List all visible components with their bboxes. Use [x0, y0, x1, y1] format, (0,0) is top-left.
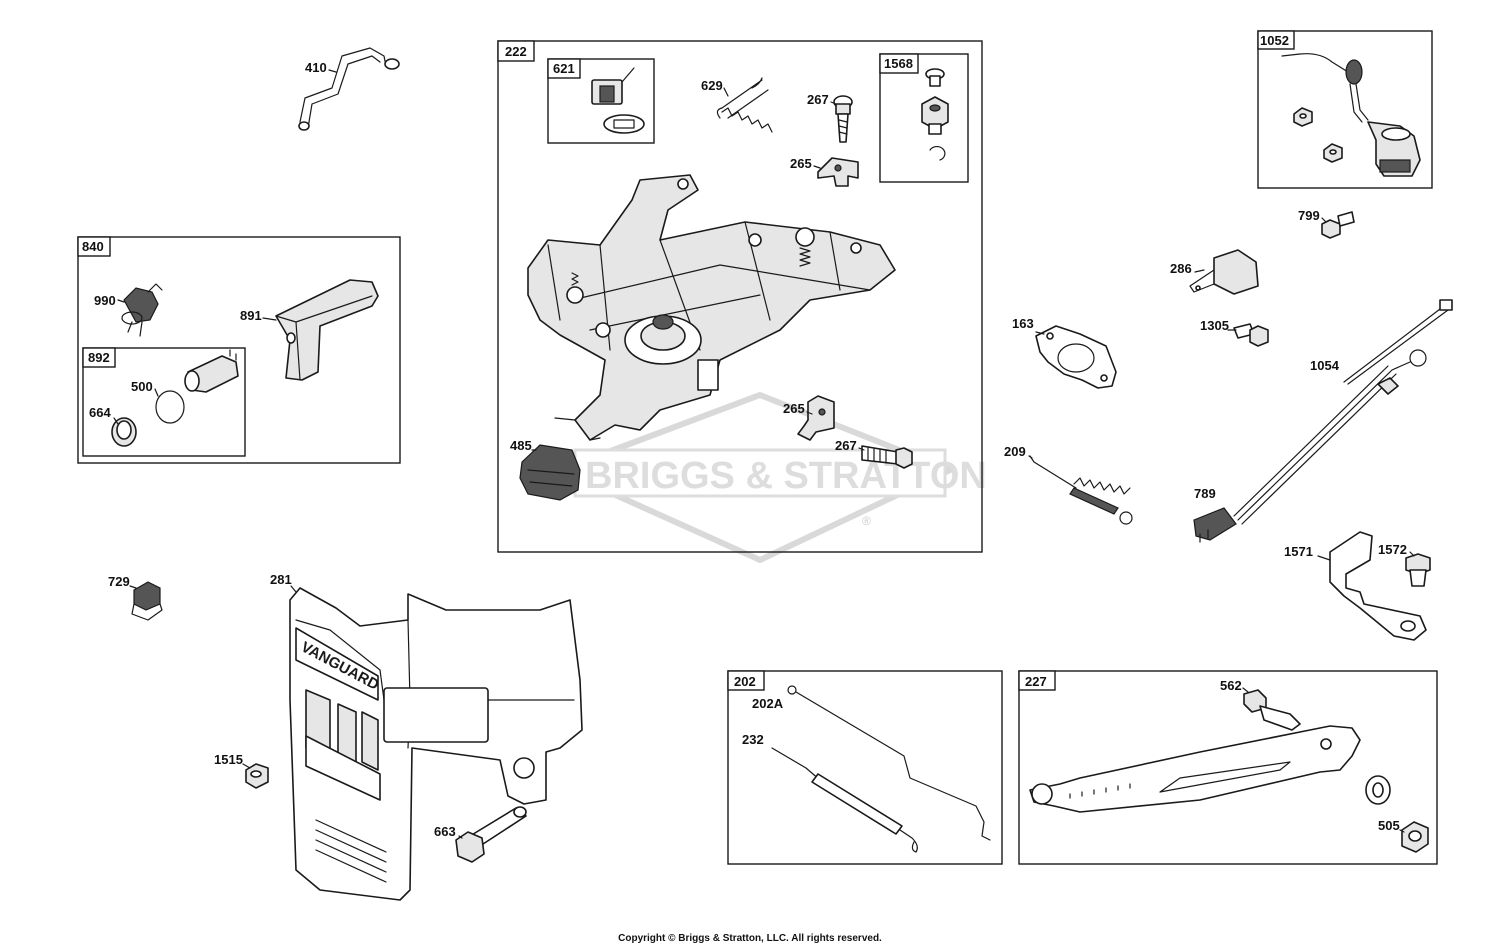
callout-664: 664	[89, 405, 111, 420]
part-222-control-bracket	[527, 174, 896, 441]
callout-267-top: 267	[807, 92, 829, 107]
group-227-tag	[1018, 670, 1056, 691]
part-990-switch	[121, 283, 163, 337]
part-1515-nut	[245, 763, 269, 789]
group-222-frame	[497, 40, 983, 553]
group-202-frame	[727, 670, 1003, 865]
group-227: 227 562 505	[1018, 670, 1438, 865]
part-1305-bolt	[1233, 323, 1269, 347]
group-621-label: 621	[553, 61, 575, 76]
group-227-label: 227	[1025, 674, 1047, 689]
callout-281: 281	[270, 572, 292, 587]
callout-789: 789	[1194, 486, 1216, 501]
callout-1305: 1305	[1200, 318, 1229, 333]
callout-1571: 1571	[1284, 544, 1313, 559]
group-1052-frame	[1257, 30, 1433, 189]
part-265-clip-bottom	[797, 395, 835, 441]
callout-500: 500	[131, 379, 153, 394]
group-621-tag	[547, 58, 581, 79]
part-629-spring	[716, 77, 773, 133]
callout-505: 505	[1378, 818, 1400, 833]
group-227-frame	[1018, 670, 1438, 865]
group-202-tag	[727, 670, 765, 691]
part-729-clip	[131, 581, 163, 621]
callout-265-bottom: 265	[783, 401, 805, 416]
part-892-sensor	[184, 349, 239, 393]
callout-202A: 202A	[752, 696, 784, 711]
group-1052-tag	[1257, 30, 1295, 50]
callout-267-bottom: 267	[835, 438, 857, 453]
group-892-frame	[82, 347, 246, 457]
callout-891: 891	[240, 308, 262, 323]
group-1568-frame	[879, 53, 969, 183]
part-891-bracket	[275, 279, 379, 381]
callout-232: 232	[742, 732, 764, 747]
part-227-lever	[1029, 725, 1361, 813]
group-222-label: 222	[505, 44, 527, 59]
group-222-tag	[497, 40, 535, 62]
part-1052-nut-b	[1323, 143, 1343, 163]
part-1052-solenoid	[1281, 53, 1421, 177]
callout-410: 410	[305, 60, 327, 75]
callout-663: 663	[434, 824, 456, 839]
part-1571-bracket	[1329, 531, 1427, 641]
callout-265-top: 265	[790, 156, 812, 171]
group-892-tag	[82, 347, 116, 368]
group-1568-tag	[879, 53, 919, 74]
callout-286: 286	[1170, 261, 1192, 276]
part-209-spring	[1029, 455, 1133, 525]
group-1568-label: 1568	[884, 56, 913, 71]
part-267-screw-bottom	[861, 445, 913, 469]
callout-990: 990	[94, 293, 116, 308]
part-227-washer	[1365, 775, 1391, 805]
group-840-label: 840	[82, 239, 104, 254]
leader-lines	[113, 69, 1415, 839]
callout-1572: 1572	[1378, 542, 1407, 557]
group-840-frame	[77, 236, 401, 464]
part-789-harness	[1193, 349, 1427, 543]
part-485-boot	[519, 444, 581, 501]
part-163-gasket	[1035, 325, 1117, 389]
part-202A-rod	[787, 685, 991, 841]
part-1054-cable-tie	[1343, 299, 1453, 385]
group-1052-label: 1052	[1260, 33, 1289, 48]
watermark-registered-mark: ®	[862, 514, 871, 528]
group-892-label: 892	[88, 350, 110, 365]
callout-799: 799	[1298, 208, 1320, 223]
part-265-clip-top	[817, 157, 859, 187]
group-621-frame	[547, 58, 655, 144]
part-562-pin	[1243, 689, 1301, 731]
group-1052: 1052	[1257, 30, 1433, 189]
part-232-link	[771, 747, 918, 853]
part-281-cover: VANGUARD	[289, 587, 583, 901]
callout-163: 163	[1012, 316, 1034, 331]
part-1052-nut-a	[1293, 107, 1313, 127]
group-222: 222 621 1568 629	[497, 40, 983, 553]
part-410-tube	[298, 47, 400, 131]
callout-729: 729	[108, 574, 130, 589]
part-799-bolt	[1321, 211, 1355, 239]
part-663-bolt	[455, 806, 527, 863]
part-621-clip	[591, 67, 645, 134]
callout-629: 629	[701, 78, 723, 93]
part-500-oring	[155, 390, 185, 424]
callout-562: 562	[1220, 678, 1242, 693]
group-202-label: 202	[734, 674, 756, 689]
part-286-block	[1189, 249, 1259, 295]
callout-209: 209	[1004, 444, 1026, 459]
part-505-nut	[1401, 821, 1429, 853]
part-1568-screw-set	[921, 68, 949, 161]
callout-1515: 1515	[214, 752, 243, 767]
callout-485: 485	[510, 438, 532, 453]
group-840: 840 990 891 892 500 664	[77, 236, 401, 464]
part-664-nut	[111, 417, 137, 447]
part-267-screw-top	[833, 95, 853, 143]
copyright-notice: Copyright © Briggs & Stratton, LLC. All …	[618, 933, 882, 944]
group-202: 202 202A 232	[727, 670, 1003, 865]
group-840-tag	[77, 236, 111, 257]
callout-1054: 1054	[1310, 358, 1340, 373]
part-1572-bolt	[1405, 553, 1431, 587]
watermark-text: BRIGGS & STRATTON	[585, 455, 987, 497]
